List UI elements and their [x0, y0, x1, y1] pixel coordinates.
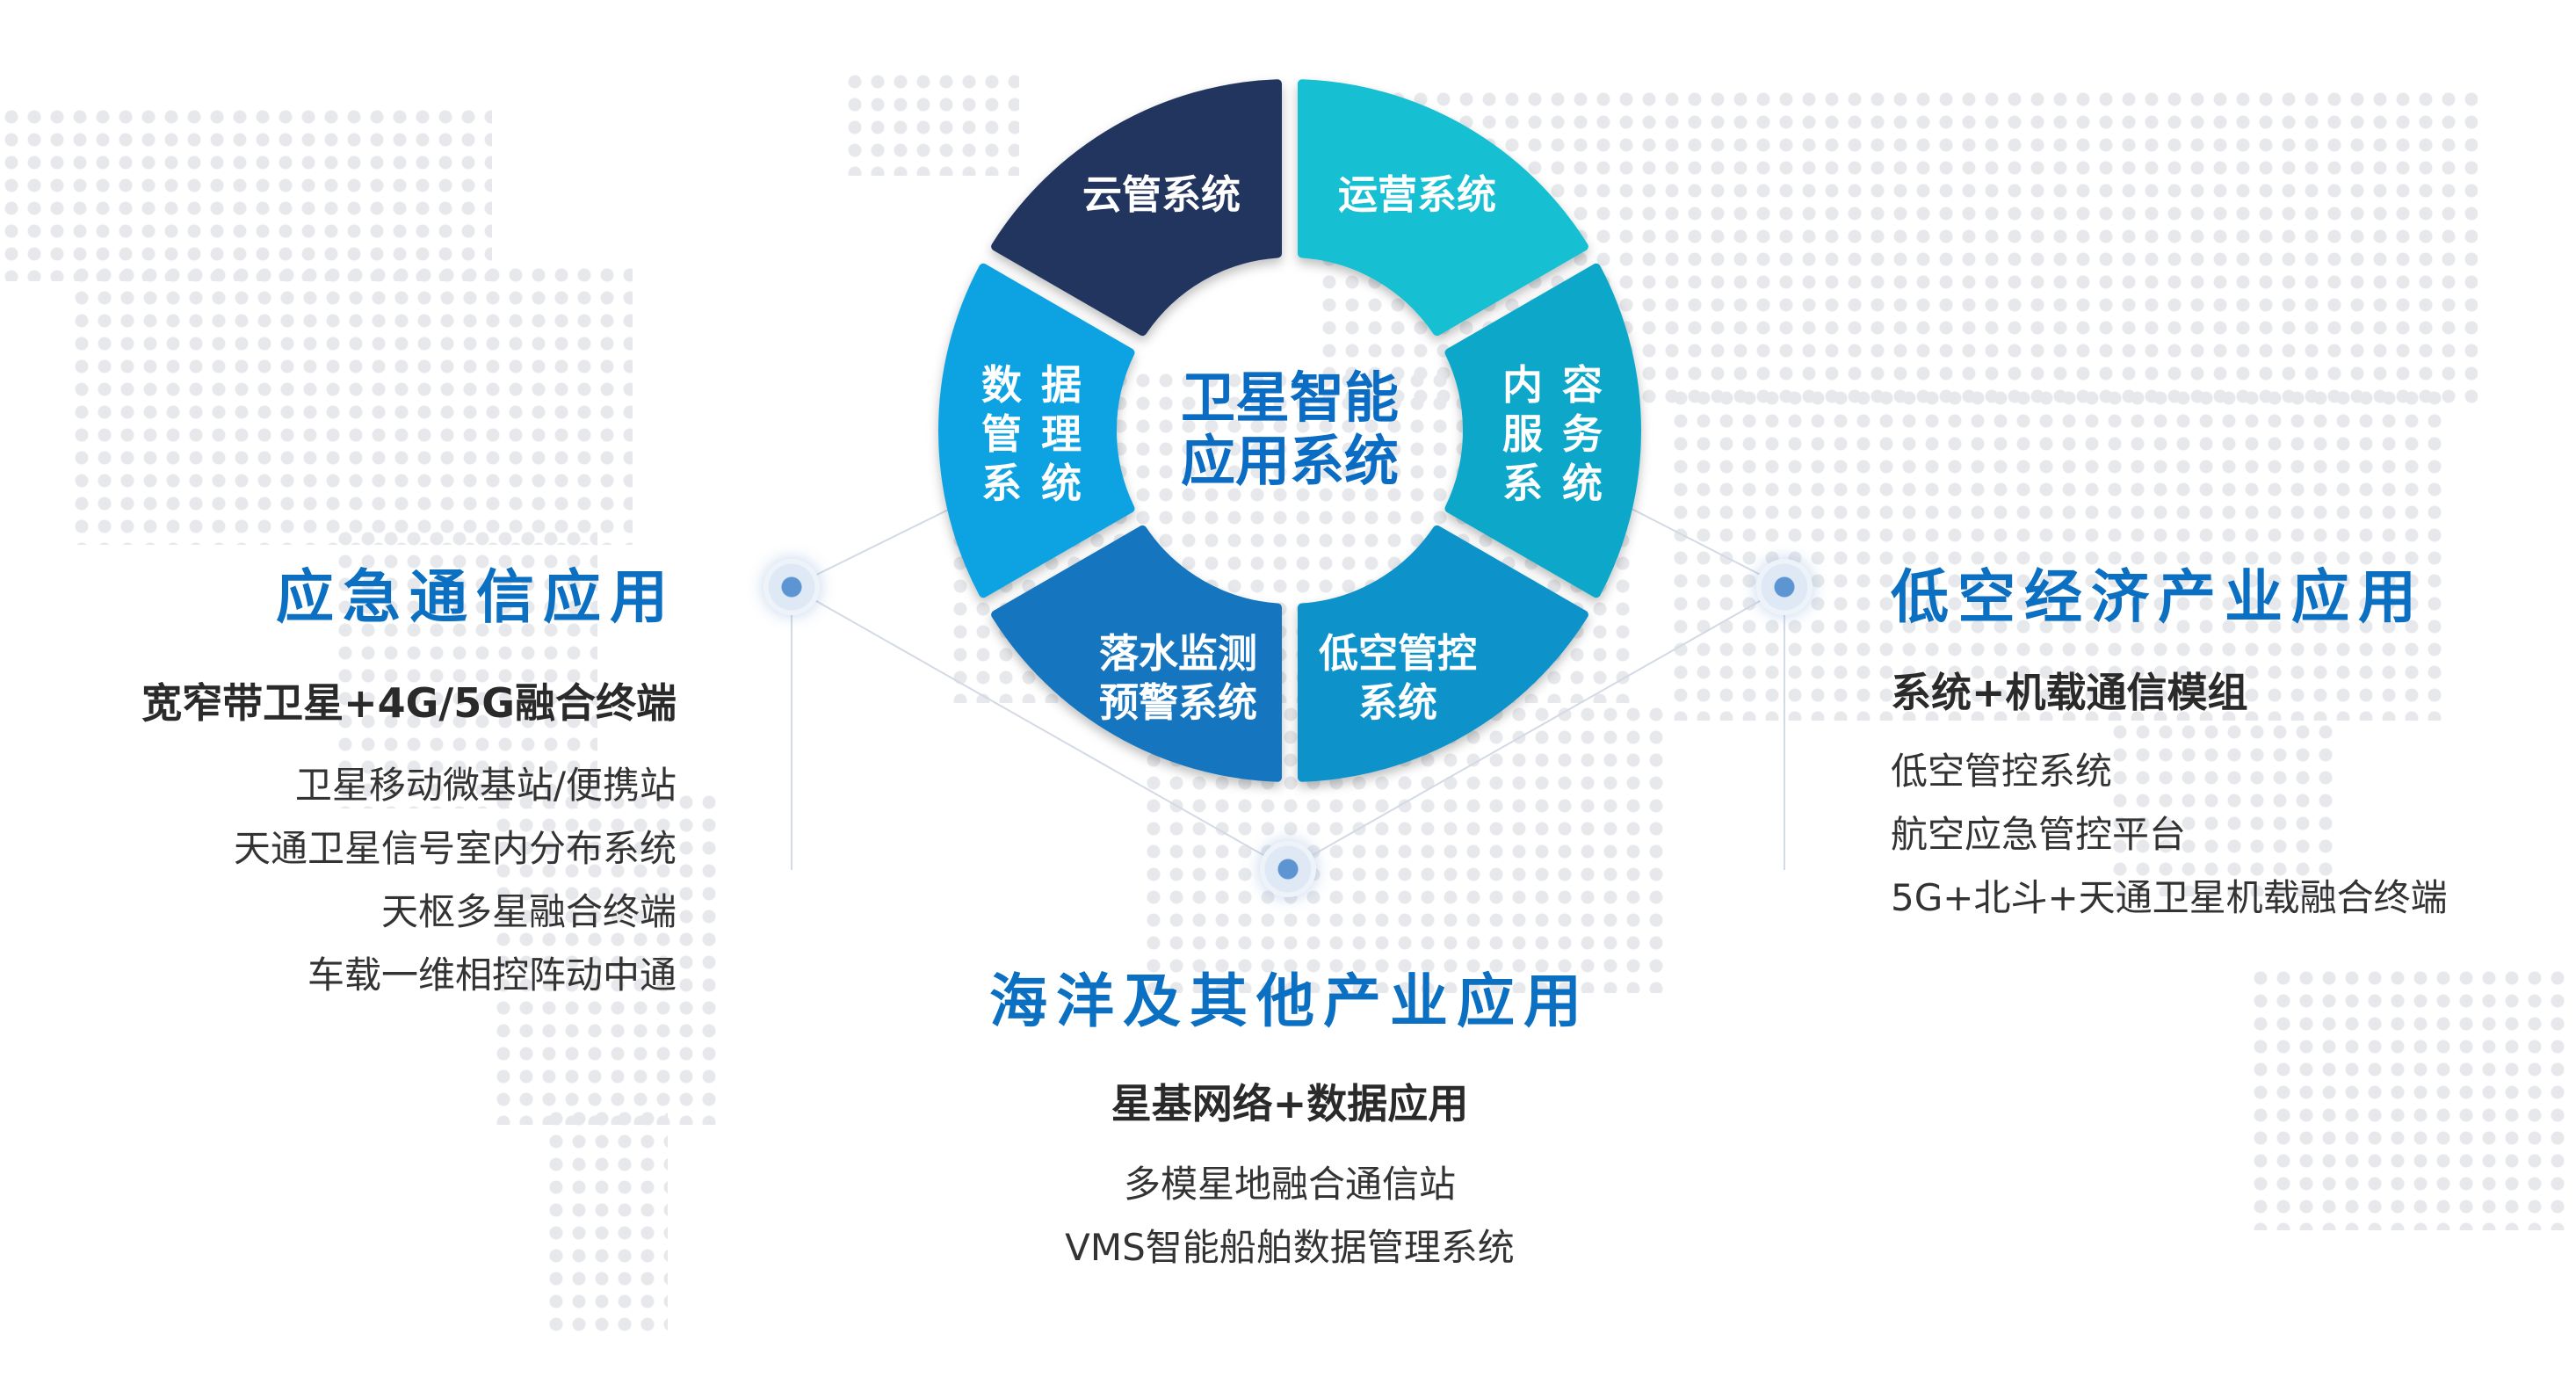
node-low-altitude — [1756, 559, 1813, 615]
wheel-segment-content-service[interactable] — [1444, 263, 1642, 598]
section-title: 海洋及其他产业应用 — [989, 968, 1590, 1035]
list-item: 天枢多星融合终端 — [380, 890, 677, 933]
list-item: 航空应急管控平台 — [1891, 813, 2187, 856]
section-subtitle: 星基网络+数据应用 — [1111, 1080, 1469, 1127]
wheel-segment-operations[interactable] — [1298, 79, 1588, 337]
connector-right-to-bottom — [1287, 586, 1785, 870]
segment-label-data-management[interactable]: 数据 管理 系统 — [960, 360, 1103, 508]
list-item: VMS智能船舶数据管理系统 — [1065, 1226, 1515, 1269]
label-line: 内容 — [1502, 361, 1622, 409]
label-line: 服务 — [1502, 410, 1622, 458]
list-item: 5G+北斗+天通卫星机载融合终端 — [1891, 876, 2448, 919]
list-item: 低空管控系统 — [1891, 750, 2113, 793]
wheel-center-title: 卫星智能 应用系统 — [1181, 366, 1399, 493]
label-line: 低空管控 — [1318, 630, 1478, 677]
center-title-line: 卫星智能 — [1180, 366, 1400, 430]
segment-label-cloud-management[interactable]: 云管系统 — [1082, 171, 1241, 218]
segment-label-low-altitude-control[interactable]: 低空管控 系统 — [1319, 629, 1477, 728]
node-emergency — [763, 559, 820, 615]
label-line: 预警系统 — [1098, 679, 1258, 726]
label-line: 数据 — [981, 361, 1101, 409]
section-title: 低空经济产业应用 — [1891, 563, 2425, 631]
label-line: 管理 — [981, 410, 1101, 458]
node-ocean — [1260, 841, 1316, 897]
center-title-line: 应用系统 — [1180, 429, 1400, 493]
section-title: 应急通信应用 — [276, 563, 677, 631]
emergency-section: 应急通信应用 宽窄带卫星+4G/5G融合终端 卫星移动微基站/便携站 天通卫星信… — [141, 562, 677, 1007]
wheel-segment-low-altitude-control[interactable] — [1298, 525, 1588, 782]
wheel-segment-drowning-monitoring[interactable] — [991, 525, 1282, 782]
wheel-segment-data-management[interactable] — [937, 263, 1135, 598]
label-line: 落水监测 — [1098, 630, 1258, 677]
ocean-section: 海洋及其他产业应用 星基网络+数据应用 多模星地融合通信站 VMS智能船舶数据管… — [989, 967, 1590, 1279]
connector-left-to-bottom — [791, 586, 1289, 870]
low-altitude-section: 低空经济产业应用 系统+机载通信模组 低空管控系统 航空应急管控平台 5G+北斗… — [1891, 562, 2448, 930]
list-item: 卫星移动微基站/便携站 — [294, 764, 677, 807]
label-line: 系统 — [981, 460, 1101, 507]
segment-label-content-service[interactable]: 内容 服务 系统 — [1481, 360, 1624, 508]
list-item: 车载一维相控阵动中通 — [307, 953, 677, 997]
label-line: 系统 — [1357, 679, 1438, 726]
label-line: 系统 — [1502, 460, 1622, 507]
wheel-segment-cloud-management[interactable] — [991, 79, 1282, 337]
section-subtitle: 宽窄带卫星+4G/5G融合终端 — [141, 679, 677, 727]
segment-label-drowning-monitoring[interactable]: 落水监测 预警系统 — [1099, 629, 1257, 728]
segment-label-operations[interactable]: 运营系统 — [1337, 171, 1497, 218]
section-subtitle: 系统+机载通信模组 — [1891, 669, 2248, 716]
list-item: 多模星地融合通信站 — [1123, 1163, 1456, 1206]
list-item: 天通卫星信号室内分布系统 — [233, 827, 677, 870]
